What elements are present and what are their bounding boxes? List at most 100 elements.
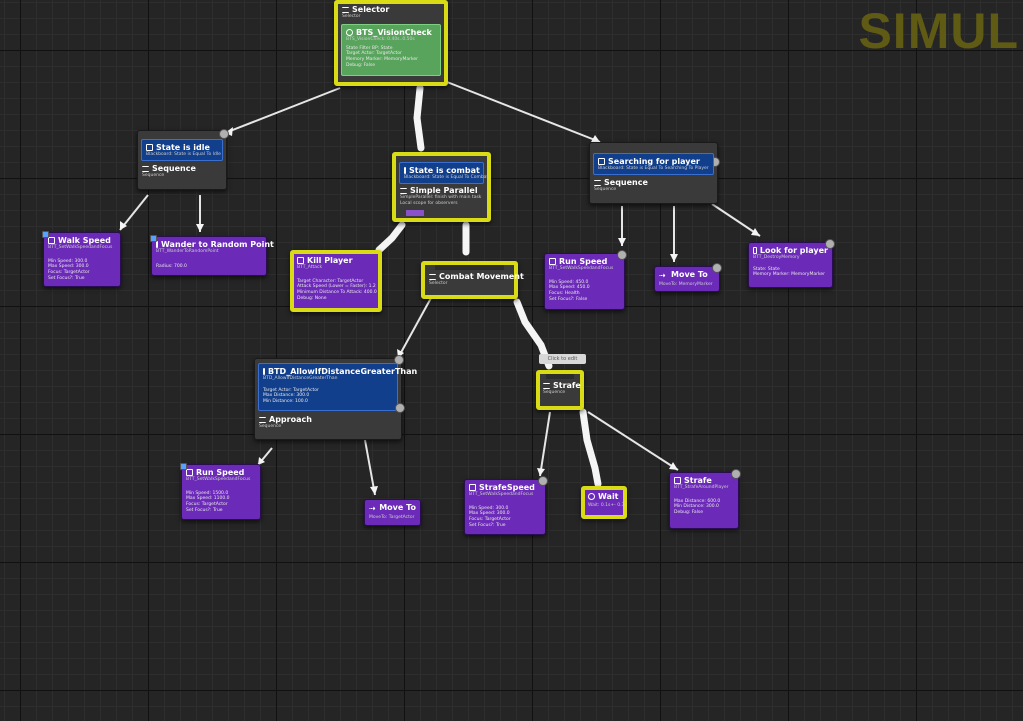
selector-icon xyxy=(429,273,436,280)
task-prop: Max Distance: 600.0 xyxy=(674,498,721,504)
node-pin[interactable] xyxy=(731,469,741,479)
task-header: Kill Player xyxy=(297,256,375,265)
move-to-task-top[interactable]: Move To MoveTo: MemoryMarker xyxy=(654,263,722,292)
composite-subtitle: Selector xyxy=(429,281,448,286)
decorator-prop: Target Actor: TargetActor xyxy=(263,387,319,393)
task-header: Move To xyxy=(369,503,416,512)
simulation-watermark: SIMUL xyxy=(858,3,1019,59)
task-prop: Min Speed: 300.0 xyxy=(48,258,88,264)
strafe-task[interactable]: Strafe BTT_StrafeAroundPlayer Max Distan… xyxy=(669,469,741,529)
composite-title: Simple Parallel xyxy=(410,186,478,195)
blackboard-icon xyxy=(404,167,406,174)
decorator-header: State is idle xyxy=(146,143,218,152)
task-prop: Target Character: TargetActor xyxy=(297,278,364,284)
main-task-pin[interactable] xyxy=(406,210,424,216)
task-icon xyxy=(753,247,757,254)
walk-speed-task[interactable]: Walk Speed BTT_SetWalkSpeedandFocus Min … xyxy=(42,231,121,287)
service-header: BTS_VisionCheck xyxy=(346,28,436,37)
sequence-icon xyxy=(259,416,266,423)
task-prop: Max Speed: 450.0 xyxy=(549,285,590,291)
task-header: Move To xyxy=(659,270,715,279)
wait-task[interactable]: Wait Wait: 0.1s+- 0.3s xyxy=(581,486,627,519)
composite-subtitle: Sequence xyxy=(594,187,617,192)
task-title: Wander to Random Point xyxy=(161,240,274,249)
task-icon xyxy=(469,484,476,491)
decorator-icon xyxy=(263,368,265,375)
combat-movement-selector[interactable]: Combat Movement Selector xyxy=(421,261,524,299)
run-speed-task-bottom[interactable]: Run Speed BTT_SetWalkSpeedandFocus Min S… xyxy=(180,463,261,520)
task-prop: Focus: TargetActor xyxy=(48,270,90,276)
node-pin[interactable] xyxy=(394,355,404,365)
decorator-distance-check[interactable]: BTD_AllowIfDistanceGreaterThan BTD_Allow… xyxy=(258,363,417,411)
task-prop: Min Speed: 1500.0 xyxy=(186,490,229,496)
decorator-title: State is idle xyxy=(156,143,210,152)
service-prop: State Filter BP: State xyxy=(346,45,393,51)
state-idle-sequence-node[interactable]: State is idle Blackboard: State is Equal… xyxy=(137,129,229,190)
task-title: Run Speed xyxy=(196,468,245,477)
node-pin[interactable] xyxy=(180,463,187,470)
service-subtitle: BTS_VisionCheck: 0.40s..0.50s xyxy=(346,37,415,42)
move-arrow-icon xyxy=(659,271,668,278)
click-to-edit-tooltip: Click to edit xyxy=(539,354,586,364)
approach-sequence-node[interactable]: BTD_AllowIfDistanceGreaterThan BTD_Allow… xyxy=(254,355,417,440)
kill-player-task[interactable]: Kill Player BTT_Attack Target Character:… xyxy=(290,250,382,312)
state-combat-parallel-node[interactable]: State is combat Blackboard: State is Equ… xyxy=(392,152,491,222)
task-subtitle: BTT_StrafeAroundPlayer xyxy=(674,485,729,490)
decorator-state-idle[interactable]: State is idle Blackboard: State is Equal… xyxy=(141,139,223,161)
service-vision-check[interactable]: BTS_VisionCheck BTS_VisionCheck: 0.40s..… xyxy=(341,24,441,76)
composite-subtitle: SimpleParallel: finish with main task xyxy=(400,195,482,200)
decorator-subtitle: Blackboard: State is Equal To Idle xyxy=(146,152,221,157)
task-header: Wait xyxy=(588,492,620,501)
task-icon xyxy=(48,237,55,244)
composite-title: Strafe xyxy=(553,381,581,390)
decorator-prop: Min Distance: 100.0 xyxy=(263,399,308,405)
composite-header: Combat Movement xyxy=(429,272,524,281)
sequence-icon xyxy=(594,179,601,186)
service-icon xyxy=(346,29,353,36)
look-for-player-task[interactable]: Look for player BTT_DestroyMemory State:… xyxy=(748,239,835,288)
composite-subtitle: Sequence xyxy=(543,390,566,395)
node-pin[interactable] xyxy=(150,235,157,242)
decorator-state-combat[interactable]: State is combat Blackboard: State is Equ… xyxy=(399,162,489,184)
task-prop: Max Speed: 300.0 xyxy=(469,511,510,517)
task-title: Look for player xyxy=(759,246,828,255)
decorator-subtitle: Blackboard: State is Equal To Combat xyxy=(404,175,489,180)
strafe-speed-task[interactable]: StrafeSpeed BTT_SetWalkSpeedandFocus Min… xyxy=(464,476,548,535)
service-prop: Memory Marker: MemoryMarker xyxy=(346,57,419,63)
composite-title: Sequence xyxy=(604,178,648,187)
task-subtitle: BTT_WanderToRandomPoint xyxy=(156,249,219,254)
wander-task[interactable]: Wander to Random Point BTT_WanderToRando… xyxy=(150,235,274,276)
node-pin[interactable] xyxy=(538,476,548,486)
task-title: Move To xyxy=(379,503,416,512)
node-pin[interactable] xyxy=(712,263,722,273)
task-prop: Minimum Distance To Attack: 400.0 xyxy=(297,290,377,296)
node-pin[interactable] xyxy=(42,231,49,238)
task-prop: Set Focus?: True xyxy=(469,523,506,529)
decorator-header: State is combat xyxy=(404,166,480,175)
task-prop: Max Speed: 1100.0 xyxy=(186,496,230,502)
task-title: Run Speed xyxy=(559,257,608,266)
run-speed-task-top[interactable]: Run Speed BTT_SetWalkSpeedandFocus Min S… xyxy=(544,250,627,310)
task-prop: State: State xyxy=(753,266,780,272)
blackboard-icon xyxy=(146,144,153,151)
composite-header: Sequence xyxy=(594,178,648,187)
searching-sequence-node[interactable]: Searching for player Blackboard: State i… xyxy=(589,142,720,204)
node-pin[interactable] xyxy=(219,129,229,139)
move-to-task-bottom[interactable]: Move To MoveTo: TargetActor xyxy=(364,499,421,526)
task-prop: Min Speed: 450.0 xyxy=(549,279,589,285)
task-subtitle: MoveTo: TargetActor xyxy=(369,515,415,520)
task-header: Wander to Random Point xyxy=(156,240,274,249)
parallel-icon xyxy=(400,187,407,194)
strafe-sequence-node[interactable]: Strafe Sequence xyxy=(536,370,584,410)
node-pin[interactable] xyxy=(825,239,835,249)
selector-node[interactable]: Selector Selector BTS_VisionCheck BTS_Vi… xyxy=(334,0,448,86)
wait-clock-icon xyxy=(588,493,595,500)
composite-header: Sequence xyxy=(142,164,196,173)
decorator-searching[interactable]: Searching for player Blackboard: State i… xyxy=(593,153,714,175)
decorator-header: BTD_AllowIfDistanceGreaterThan xyxy=(263,367,417,376)
decorator-prop: Max Distance: 300.0 xyxy=(263,393,310,399)
node-pin[interactable] xyxy=(395,403,405,413)
node-pin[interactable] xyxy=(617,250,627,260)
selector-icon xyxy=(342,6,349,13)
